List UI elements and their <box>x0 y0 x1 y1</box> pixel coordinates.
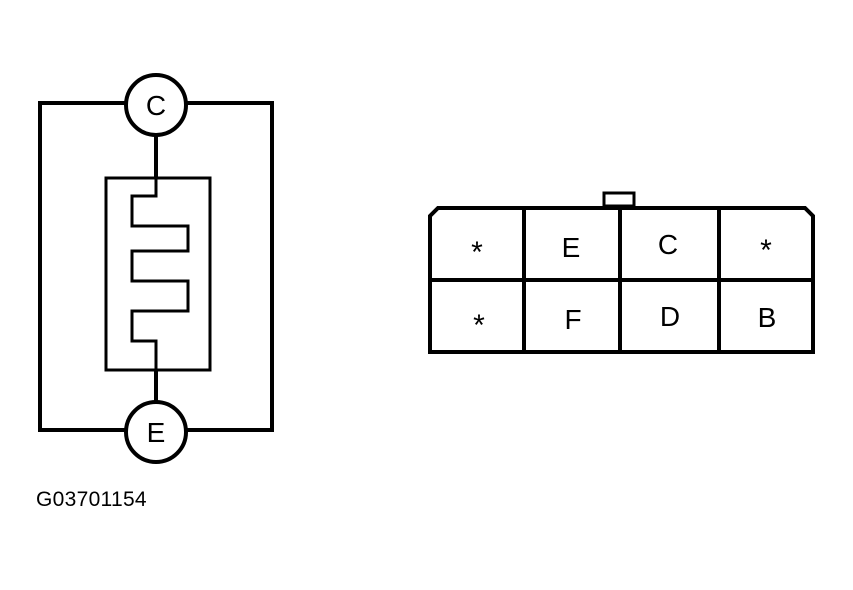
cavity-label: * <box>473 309 485 342</box>
heater-element <box>130 178 190 370</box>
figure-code: G03701154 <box>36 488 147 511</box>
cavity-label: B <box>758 302 777 333</box>
terminal-c-circle <box>124 73 188 137</box>
terminal-e-label: E <box>147 417 166 448</box>
connector-face <box>428 191 815 354</box>
terminal-e-circle <box>124 400 188 464</box>
outer-circuit-loop <box>38 101 274 432</box>
cavity-label: D <box>660 301 680 332</box>
cavity-label: F <box>564 304 581 335</box>
element-housing <box>104 176 212 372</box>
cavity-label: * <box>760 234 772 267</box>
sensor-schematic <box>38 73 274 464</box>
connector-lock-tab <box>602 191 636 208</box>
cavity-label: * <box>471 236 483 269</box>
cavity-label: E <box>562 232 581 263</box>
cavity-label: C <box>658 229 678 260</box>
terminal-c-label: C <box>146 90 166 121</box>
